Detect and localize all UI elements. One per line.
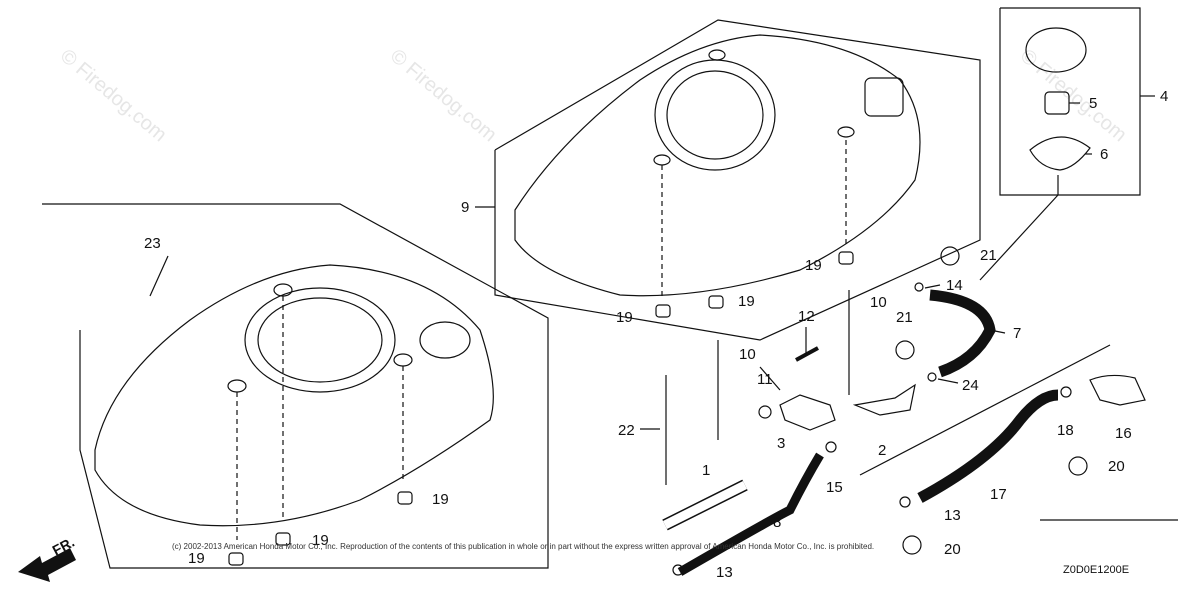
diagram-code: Z0D0E1200E: [1063, 564, 1130, 576]
shroud-23: [94, 264, 494, 527]
callout-5: 5: [1089, 95, 1098, 112]
callout-11: 11: [757, 371, 773, 388]
callout-17: 17: [990, 486, 1007, 503]
elbow-16: [1089, 374, 1146, 406]
clip-18: [1060, 386, 1072, 398]
group-frame-9: [494, 19, 981, 341]
fuel-tank-9-opening-inner: [666, 70, 764, 160]
callout-12: 12: [798, 308, 815, 325]
callout-4: 4: [1160, 88, 1169, 105]
clip-13b: [672, 564, 684, 576]
callout-22: 22: [618, 422, 635, 439]
callout-6: 6: [1100, 146, 1109, 163]
callout-19a: 19: [805, 257, 822, 274]
grommet-19: [228, 552, 244, 566]
callout-19e: 19: [312, 532, 329, 549]
callout-1: 1: [702, 462, 711, 479]
callout-19c: 19: [738, 293, 755, 310]
callout-21a: 21: [980, 247, 997, 264]
callout-24: 24: [962, 377, 979, 394]
group-frame-right: [859, 344, 1111, 476]
bolt-12: [795, 346, 819, 362]
callout-8: 8: [773, 514, 782, 531]
washer-6: [1029, 136, 1091, 171]
fuel-tank-9: [514, 34, 921, 297]
callout-19f: 19: [188, 550, 205, 567]
clip-14: [914, 282, 924, 292]
fuel-tank-9-boss: [837, 126, 855, 138]
clamp-21a: [940, 246, 960, 266]
clamp-20b: [902, 535, 922, 555]
bracket-3: [779, 394, 836, 431]
callout-20b: 20: [944, 541, 961, 558]
grommet-19: [655, 304, 671, 318]
grommet-19: [708, 295, 724, 309]
grommet-19: [275, 532, 291, 546]
group-frame-4: [999, 7, 1141, 196]
shroud-23-fill-neck: [419, 321, 471, 359]
callout-3: 3: [777, 435, 786, 452]
hose-1-inner: [662, 480, 748, 530]
callout-14: 14: [946, 277, 963, 294]
callout-10a: 10: [870, 294, 887, 311]
nut-11: [758, 405, 772, 419]
callout-13a: 13: [944, 507, 961, 524]
clamp-20a: [1068, 456, 1088, 476]
hose-7: [929, 289, 996, 378]
callout-2: 2: [878, 442, 887, 459]
grommet-19: [397, 491, 413, 505]
callout-18: 18: [1057, 422, 1074, 439]
callout-16: 16: [1115, 425, 1132, 442]
fuel-tank-9-boss: [708, 49, 726, 61]
shroud-23-opening: [244, 287, 396, 393]
grommet-19: [838, 251, 854, 265]
fuel-tank-9-neck: [864, 77, 904, 117]
fuel-valve-2: [852, 383, 916, 416]
fuel-cap-4: [1025, 27, 1087, 73]
fr-arrow: [18, 548, 76, 582]
callout-13b: 13: [716, 564, 733, 581]
clamp-21b: [895, 340, 915, 360]
filter-5: [1044, 91, 1070, 115]
clip-24: [927, 372, 937, 382]
callout-23: 23: [144, 235, 161, 252]
clip-13a: [899, 496, 911, 508]
hose-17: [917, 389, 1059, 503]
callout-19b: 19: [616, 309, 633, 326]
group-frame-23: [42, 203, 549, 516]
copyright-notice: (c) 2002-2013 American Honda Motor Co., …: [172, 542, 875, 551]
callout-15: 15: [826, 479, 843, 496]
callout-19d: 19: [432, 491, 449, 508]
group-frame-23-left: [79, 330, 549, 569]
callout-21b: 21: [896, 309, 913, 326]
callout-7: 7: [1013, 325, 1022, 342]
shroud-23-opening-inner: [257, 297, 383, 383]
callout-10b: 10: [739, 346, 756, 363]
callout-20a: 20: [1108, 458, 1125, 475]
callout-9: 9: [461, 199, 470, 216]
clip-15: [825, 441, 837, 453]
hose-8: [677, 452, 824, 576]
